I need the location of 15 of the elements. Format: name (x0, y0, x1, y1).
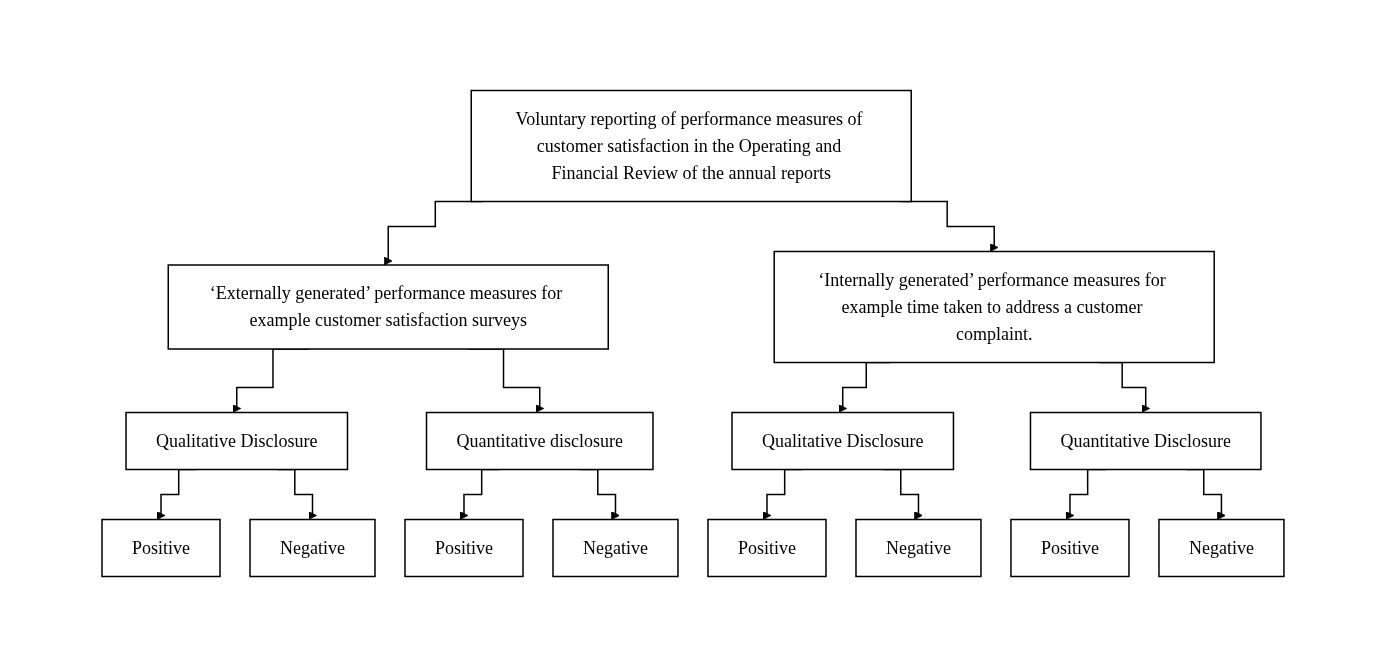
node-box: Negative (551, 518, 679, 578)
node-box: Quantitative Disclosure (1029, 411, 1262, 471)
node-box: Negative (1157, 518, 1285, 578)
node-box: Negative (854, 518, 982, 578)
node-box: Positive (706, 518, 827, 578)
node-box: ‘Externally generated’ performance measures for example customer satisfaction surveys (167, 264, 609, 350)
node-box: Positive (100, 518, 221, 578)
node-box: Qualitative Disclosure (124, 411, 348, 471)
node-box: Voluntary reporting of performance measures of customer satisfaction in the Operating and Financial Review of the annual reports (470, 89, 912, 203)
node-box: Positive (403, 518, 524, 578)
node-box: Negative (248, 518, 376, 578)
node-box: Quantitative disclosure (425, 411, 654, 471)
node-box: Qualitative Disclosure (730, 411, 954, 471)
node-box: ‘Internally generated’ performance measures for example time taken to address a customer complaint. (773, 250, 1215, 364)
node-box: Positive (1009, 518, 1130, 578)
